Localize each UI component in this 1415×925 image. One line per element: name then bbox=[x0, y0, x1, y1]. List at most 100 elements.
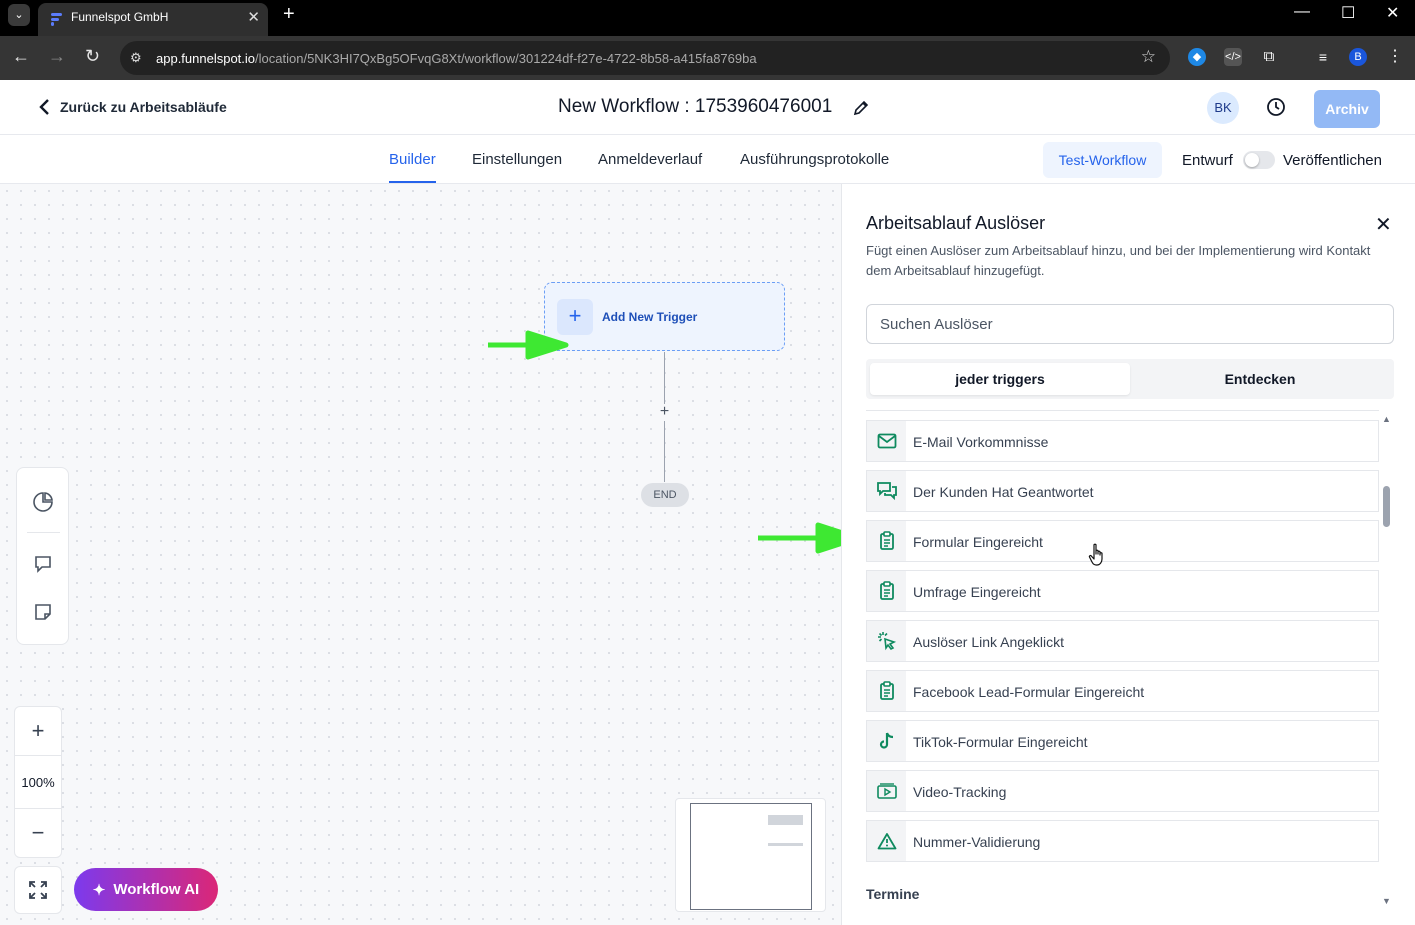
url-text: app.funnelspot.io/location/5NK3HI7QxBg5O… bbox=[156, 51, 757, 66]
scroll-up-arrow-icon[interactable]: ▲ bbox=[1382, 414, 1391, 424]
fit-view-button[interactable] bbox=[14, 866, 62, 914]
tab-discover[interactable]: Entdecken bbox=[1224, 371, 1296, 387]
back-link-label: Zurück zu Arbeitsabläufe bbox=[60, 99, 227, 115]
browser-tab[interactable]: Funnelspot GmbH ✕ bbox=[38, 3, 268, 36]
end-node: END bbox=[641, 483, 689, 507]
bookmark-star-icon[interactable]: ☆ bbox=[1140, 47, 1156, 66]
video-icon bbox=[867, 771, 906, 811]
puzzle-icon[interactable]: ⧉ bbox=[1263, 48, 1275, 65]
zoom-controls: + 100% − bbox=[14, 706, 62, 858]
history-icon[interactable] bbox=[1265, 96, 1287, 118]
trigger-item-video-tracking[interactable]: Video-Tracking bbox=[866, 770, 1379, 812]
reload-icon[interactable]: ↻ bbox=[85, 46, 101, 66]
zoom-in-button[interactable]: + bbox=[31, 718, 45, 743]
trigger-panel: Arbeitsablauf Auslöser ✕ Fügt einen Ausl… bbox=[841, 184, 1415, 925]
trigger-item-label: TikTok-Formular Eingereicht bbox=[913, 734, 1088, 750]
trigger-item-label: Umfrage Eingereicht bbox=[913, 584, 1041, 600]
back-to-workflows-link[interactable]: Zurück zu Arbeitsabläufe bbox=[38, 98, 227, 116]
panel-description: Fügt einen Auslöser zum Arbeitsablauf hi… bbox=[866, 243, 1371, 278]
zoom-out-button[interactable]: − bbox=[31, 820, 45, 845]
trigger-item-label: Auslöser Link Angeklickt bbox=[913, 634, 1064, 650]
trigger-item-label: Facebook Lead-Formular Eingereicht bbox=[913, 684, 1145, 700]
funnelspot-favicon-icon bbox=[51, 13, 62, 26]
trigger-item-link-clicked[interactable]: Auslöser Link Angeklickt bbox=[866, 620, 1379, 662]
browser-menu-icon[interactable]: ⋮ bbox=[1387, 48, 1403, 65]
user-avatar[interactable]: BK bbox=[1207, 92, 1239, 124]
panel-title: Arbeitsablauf Auslöser bbox=[866, 213, 1046, 233]
draft-label: Entwurf bbox=[1182, 152, 1233, 169]
trigger-item-form-submitted[interactable]: Formular Eingereicht bbox=[866, 520, 1379, 562]
zoom-level: 100% bbox=[15, 755, 61, 809]
hand-cursor-icon bbox=[1088, 543, 1103, 566]
workflow-subnav: Builder Einstellungen Anmeldeverlauf Aus… bbox=[0, 135, 1415, 184]
scrollbar-thumb[interactable] bbox=[1383, 486, 1390, 527]
green-arrow-annotation bbox=[758, 522, 861, 554]
archive-button[interactable]: Archiv bbox=[1314, 90, 1380, 128]
scroll-down-arrow-icon[interactable]: ▼ bbox=[1382, 896, 1391, 906]
minimap-viewport bbox=[690, 803, 812, 910]
trigger-item-label: Nummer-Validierung bbox=[913, 834, 1041, 850]
profile-avatar[interactable]: B bbox=[1349, 48, 1367, 66]
plus-icon: + bbox=[557, 299, 593, 335]
code-extension-icon[interactable]: </> bbox=[1224, 48, 1242, 66]
trigger-item-label: Formular Eingereicht bbox=[913, 534, 1043, 550]
trigger-item-customer-replied[interactable]: Der Kunden Hat Geantwortet bbox=[866, 470, 1379, 512]
minimap[interactable] bbox=[675, 798, 826, 912]
address-bar[interactable]: ⚙ app.funnelspot.io/location/5NK3HI7QxBg… bbox=[120, 41, 1170, 75]
tab-title: Funnelspot GmbH bbox=[71, 10, 169, 24]
sticky-note-icon[interactable] bbox=[31, 600, 55, 624]
tab-builder[interactable]: Builder bbox=[389, 151, 436, 183]
publish-label: Veröffentlichen bbox=[1283, 152, 1382, 169]
workflow-canvas[interactable]: + Add New Trigger + END + 100% − ✦ Workf… bbox=[0, 184, 861, 925]
cursor-click-icon bbox=[867, 621, 906, 661]
tab-search-button[interactable]: ⌄ bbox=[8, 4, 30, 26]
trigger-item-email-events[interactable]: E-Mail Vorkommnisse bbox=[866, 420, 1379, 462]
forward-arrow-icon[interactable]: → bbox=[48, 46, 66, 66]
maximize-icon[interactable]: ☐ bbox=[1341, 5, 1356, 22]
extension-icon[interactable]: ◆ bbox=[1188, 48, 1206, 66]
add-trigger-node[interactable]: + Add New Trigger bbox=[544, 282, 785, 351]
pencil-icon[interactable] bbox=[852, 99, 870, 117]
clipboard-icon bbox=[867, 571, 906, 611]
workflow-title: New Workflow : 1753960476001 bbox=[558, 96, 833, 117]
chat-icon bbox=[867, 471, 906, 511]
tab-settings[interactable]: Einstellungen bbox=[472, 151, 563, 168]
site-settings-icon[interactable]: ⚙ bbox=[130, 50, 142, 65]
trigger-item-label: Video-Tracking bbox=[913, 784, 1007, 800]
new-tab-icon[interactable]: + bbox=[283, 3, 295, 25]
browser-toolbar: ← → ↻ ⚙ app.funnelspot.io/location/5NK3H… bbox=[0, 36, 1415, 80]
trigger-search-input[interactable] bbox=[866, 304, 1394, 344]
chevron-left-icon bbox=[39, 99, 49, 115]
tab-enrollment-history[interactable]: Anmeldeverlauf bbox=[598, 151, 703, 168]
add-trigger-label: Add New Trigger bbox=[602, 310, 698, 324]
sparkle-icon: ✦ bbox=[92, 881, 106, 899]
trigger-item-facebook-lead-form[interactable]: Facebook Lead-Formular Eingereicht bbox=[866, 670, 1379, 712]
canvas-toolbar bbox=[16, 467, 69, 645]
add-step-button[interactable]: + bbox=[656, 404, 673, 421]
trigger-item-survey-submitted[interactable]: Umfrage Eingereicht bbox=[866, 570, 1379, 612]
publish-toggle[interactable] bbox=[1243, 151, 1275, 169]
app-header: Zurück zu Arbeitsabläufe New Workflow : … bbox=[0, 80, 1415, 135]
back-arrow-icon[interactable]: ← bbox=[12, 46, 30, 66]
close-icon[interactable]: ✕ bbox=[1375, 214, 1392, 236]
window-close-icon[interactable]: ✕ bbox=[1386, 5, 1400, 22]
test-workflow-button[interactable]: Test-Workflow bbox=[1043, 142, 1162, 178]
expand-icon bbox=[29, 880, 47, 899]
trigger-item-number-validation[interactable]: Nummer-Validierung bbox=[866, 820, 1379, 862]
clipboard-icon bbox=[867, 521, 906, 561]
pie-chart-icon[interactable] bbox=[31, 490, 55, 514]
tab-execution-logs[interactable]: Ausführungsprotokolle bbox=[740, 151, 890, 168]
workflow-ai-label: Workflow AI bbox=[113, 881, 200, 898]
comment-icon[interactable] bbox=[31, 552, 55, 576]
warning-icon bbox=[867, 821, 906, 861]
trigger-item-tiktok-form[interactable]: TikTok-Formular Eingereicht bbox=[866, 720, 1379, 762]
minimap-trigger-node bbox=[768, 815, 803, 825]
minimize-icon[interactable]: — bbox=[1294, 3, 1310, 20]
trigger-item-label: E-Mail Vorkommnisse bbox=[913, 434, 1049, 450]
workflow-ai-button[interactable]: ✦ Workflow AI bbox=[74, 868, 218, 911]
browser-tab-bar: ⌄ Funnelspot GmbH ✕ + — ☐ ✕ bbox=[0, 0, 1415, 36]
media-control-icon[interactable]: ≡ bbox=[1318, 49, 1328, 65]
panel-scrollbar[interactable]: ▲ ▼ bbox=[1380, 414, 1392, 906]
tab-close-icon[interactable]: ✕ bbox=[247, 9, 260, 26]
tab-all-triggers[interactable]: jeder triggers bbox=[870, 363, 1130, 395]
